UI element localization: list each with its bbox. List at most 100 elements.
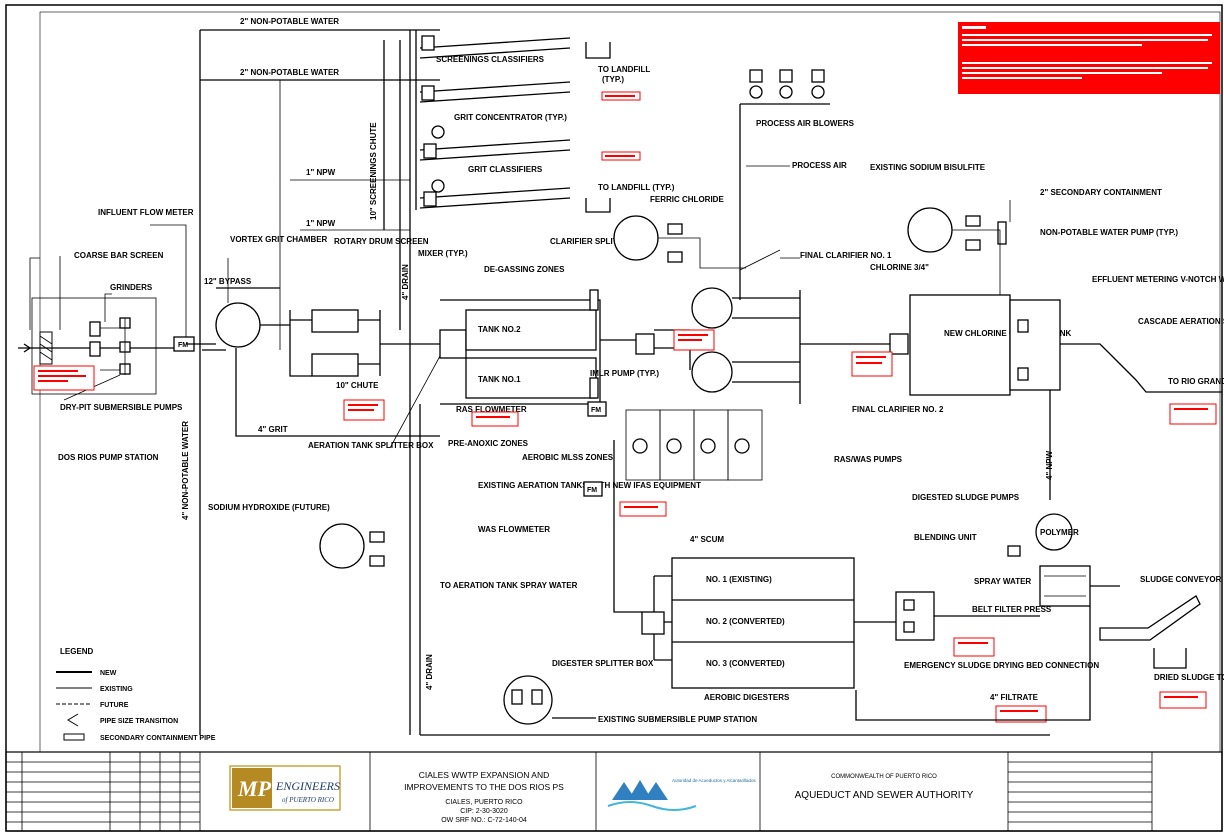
polymer-tank [1035,513,1073,551]
final-clarifier-2 [691,351,733,393]
label-typ-1: (TYP.) [602,75,624,84]
label-polymer: POLYMER [1040,528,1079,537]
label-npw-pump: NON-POTABLE WATER PUMP (TYP.) [1040,228,1178,237]
sodium-bisulfite-tank [907,207,953,253]
label-tank-no1: TANK NO.1 [478,375,521,384]
legend-item-existing: EXISTING [56,686,133,693]
label-chute-10: 10" CHUTE [336,381,379,390]
label-aeration-spray: TO AERATION TANK SPRAY WATER [440,581,578,590]
sludge-conveyor [1099,595,1201,641]
label-process-air: PROCESS AIR [792,161,847,170]
belt-filter-press [1039,565,1091,607]
was-flowmeter [583,481,603,497]
label-grinders: GRINDERS [110,283,153,292]
company-logo: MP ENGINEERS of PUERTO RICO [229,765,341,811]
label-coarse-bar-screen: COARSE BAR SCREEN [74,251,164,260]
general-note-box [958,22,1220,94]
label-dos-rios-ps: DOS RIOS PUMP STATION [58,453,159,462]
label-bypass: 12" BYPASS [204,277,252,286]
logo-mark: MP [237,776,272,801]
label-cascade-aeration: CASCADE AERATION STRUCTURE [1138,317,1224,326]
label-imlr-pump: IMLR PUMP (TYP.) [590,369,659,378]
label-chlorine: CHLORINE 3/4" [870,263,929,272]
grinder-1 [89,321,101,337]
existing-submersible-ps [503,675,553,725]
label-ras-was-pumps: RAS/WAS PUMPS [834,455,903,464]
rotary-drum-screen-2 [311,353,359,377]
svg-text:PIPE SIZE TRANSITION: PIPE SIZE TRANSITION [100,718,178,725]
label-was-flowmeter: WAS FLOWMETER [478,525,550,534]
svg-text:FM: FM [587,487,597,494]
vortex-grit-chamber [215,302,261,348]
authority-text: AQUEDUCT AND SEWER AUTHORITY [795,790,974,801]
svg-text:OW SRF NO.: C-72-140-04: OW SRF NO.: C-72-140-04 [441,817,527,824]
svg-text:FUTURE: FUTURE [100,702,129,709]
label-scum: 4" SCUM [690,535,724,544]
svg-text:CIP: 2-30-3020: CIP: 2-30-3020 [460,808,508,815]
rotary-drum-screen-1 [311,309,359,333]
aerobic-digesters [671,557,855,689]
svg-text:FM: FM [591,407,601,414]
label-ras-flowmeter: RAS FLOWMETER [456,405,527,414]
label-sodium-hydroxide: SODIUM HYDROXIDE (FUTURE) [208,503,330,512]
label-ferric-chloride: FERRIC CHLORIDE [650,195,724,204]
commonwealth-text: COMMONWEALTH OF PUERTO RICO [831,774,937,780]
label-npw-1: 1" NPW [306,168,336,177]
label-existing-sub-ps: EXISTING SUBMERSIBLE PUMP STATION [598,715,757,724]
label-grit-classifiers: GRIT CLASSIFIERS [468,165,543,174]
legend-item-future: FUTURE [56,702,129,709]
label-sludge-conveyor: SLUDGE CONVEYOR [1140,575,1222,584]
grit-classifier-1 [419,139,571,161]
label-emergency-sludge: EMERGENCY SLUDGE DRYING BED CONNECTION [904,661,1099,670]
label-spray-water: SPRAY WATER [974,577,1031,586]
label-chlorine-contact: NEW CHLORINE CONTACT TANK [944,329,1071,338]
label-to-landfill-1: TO LANDFILL [598,65,650,74]
legend-item-secondary: SECONDARY CONTAINMENT PIPE [63,733,216,742]
red-note-influent [33,365,95,391]
digester-splitter-box [641,611,665,635]
label-digester-splitter: DIGESTER SPLITTER BOX [552,659,654,668]
ras-was-pumps [625,409,763,481]
label-final-clarifier-1: FINAL CLARIFIER NO. 1 [800,251,892,260]
legend-item-new: NEW [56,670,117,677]
fm-label-influent: FM [178,342,188,349]
final-clarifier-1 [691,287,733,329]
label-final-clarifier-2: FINAL CLARIFIER NO. 2 [852,405,944,414]
label-vortex-grit: VORTEX GRIT CHAMBER [230,235,328,244]
project-title: CIALES WWTP EXPANSION AND IMPROVEMENTS T… [404,770,564,824]
label-degassing: DE-GASSING ZONES [484,265,565,274]
label-npw-2: 1" NPW [306,219,336,228]
logo-sub: of PUERTO RICO [282,796,334,804]
chlorine-contact-tank [909,294,1011,396]
clarifier-splitter-box [635,333,655,355]
label-effluent-metering: EFFLUENT METERING V-NOTCH WEIR [1092,275,1224,284]
screenings-classifier-2 [419,81,571,103]
label-screenings-chute: 10" SCREENINGS CHUTE [369,122,378,220]
label-tank-no2: TANK NO.2 [478,325,521,334]
screenings-classifier-1 [419,35,571,59]
label-pre-anoxic: PRE-ANOXIC ZONES [448,439,529,448]
dos-rios-pump-station [31,297,157,395]
ras-flowmeter [587,401,607,417]
label-drain: 4" DRAIN [425,654,434,690]
label-dig-no1: NO. 1 (EXISTING) [706,575,772,584]
label-digested-sludge-pumps: DIGESTED SLUDGE PUMPS [912,493,1020,502]
label-aeration-splitter: AERATION TANK SPLITTER BOX [308,441,434,450]
label-dig-no2: NO. 2 (CONVERTED) [706,617,785,626]
process-air-blowers [749,69,825,99]
legend-title: LEGEND [60,647,94,656]
sodium-hydroxide-tank [319,523,365,569]
logo-name: ENGINEERS [275,779,340,793]
label-rotary-drum: ROTARY DRUM SCREEN [334,237,429,246]
label-grit-concentrator: GRIT CONCENTRATOR (TYP.) [454,113,567,122]
label-screenings-classifiers: SCREENINGS CLASSIFIERS [436,55,545,64]
label-belt-filter: BELT FILTER PRESS [972,605,1052,614]
label-aerobic-mlss: AEROBIC MLSS ZONES [522,453,614,462]
digested-sludge-pumps [895,591,935,641]
label-aerobic-digesters: AEROBIC DIGESTERS [704,693,790,702]
label-mixer: MIXER (TYP.) [418,249,468,258]
ferric-chloride-tank [613,215,659,261]
aeration-splitter-box [439,329,467,359]
label-npw-vertical: 4" NON-POTABLE WATER [181,421,190,520]
